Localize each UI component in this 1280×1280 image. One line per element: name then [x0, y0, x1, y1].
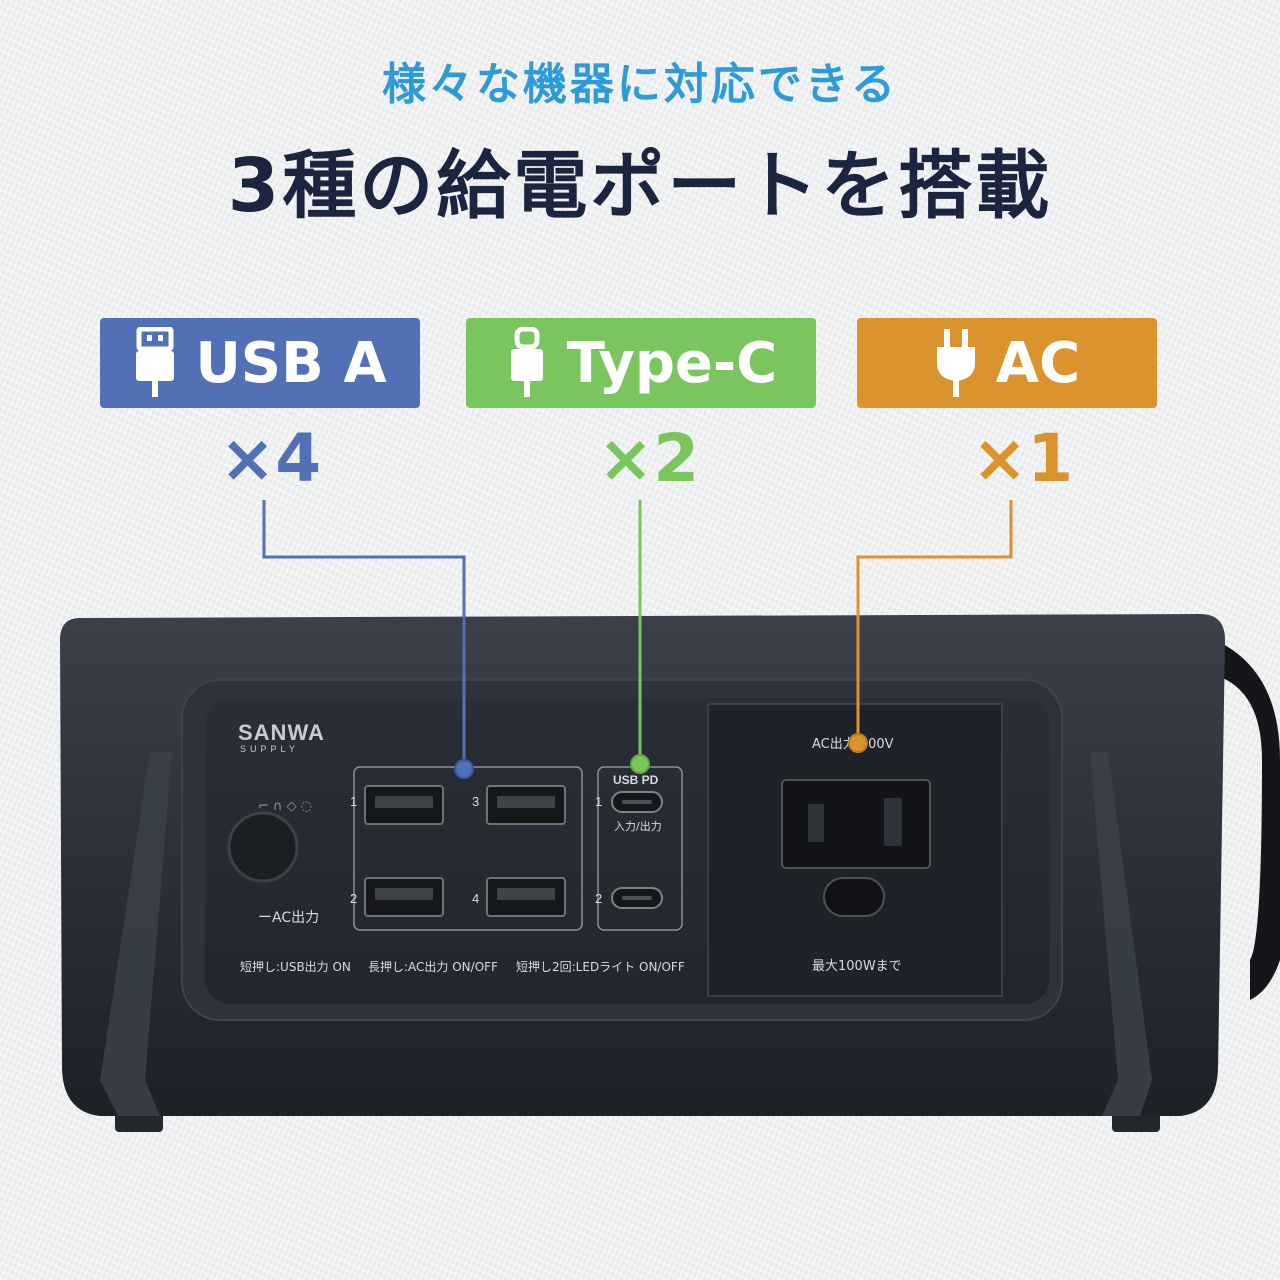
- usb-c-port-number: 2: [595, 891, 602, 906]
- type-c-callout-dot: [630, 754, 650, 774]
- usb-a-port-number: 2: [350, 891, 357, 906]
- subtitle: 様々な機器に対応できる: [381, 59, 899, 110]
- usb-c-plug-icon: [510, 327, 543, 397]
- usb-a-ports: [364, 785, 566, 917]
- ac-outlet[interactable]: [781, 779, 931, 869]
- usb-a-label: USB A: [195, 330, 387, 396]
- usb-a-port-number: 3: [472, 794, 479, 809]
- brand-logo: SANWA: [238, 720, 325, 745]
- usb-a-count: ×4: [220, 420, 322, 497]
- type-c-badge: Type-C: [466, 318, 816, 408]
- usb-a-callout-line: [262, 500, 466, 769]
- power-button-mode-icons: ⌐ ∩ ◇ ◌: [258, 799, 312, 814]
- instruction-long-press: 長押し:AC出力 ON/OFF: [368, 960, 498, 974]
- usb-pd-label: USB PD: [613, 773, 659, 787]
- usb-a-callout-dot: [454, 759, 474, 779]
- ac-callout-dot: [848, 733, 868, 753]
- type-c-label: Type-C: [566, 330, 778, 396]
- usb-a-plug-icon: [136, 327, 175, 397]
- carry-strap: [1215, 640, 1280, 1000]
- ac-count: ×1: [972, 420, 1074, 497]
- ac-callout-line: [856, 500, 1013, 743]
- instruction-double-press: 短押し2回:LEDライト ON/OFF: [516, 960, 685, 974]
- ac-max-label: 最大100Wまで: [812, 959, 902, 974]
- ac-badge: AC: [857, 318, 1157, 408]
- power-button[interactable]: [227, 811, 299, 883]
- type-c-count: ×2: [598, 420, 700, 497]
- power-button-label: ーAC出力: [258, 910, 319, 926]
- ac-plug-icon: [936, 329, 975, 397]
- usb-c-io-label: 入力/出力: [614, 819, 662, 833]
- page-title: 3種の給電ポートを搭載: [227, 143, 1053, 229]
- usb-a-port-number: 1: [350, 794, 357, 809]
- ac-ground-hole: [823, 877, 885, 917]
- usb-c-port-number: 1: [595, 794, 602, 809]
- usb-a-badge: USB A: [100, 318, 420, 408]
- usb-a-port-number: 4: [472, 891, 479, 906]
- instruction-short-press: 短押し:USB出力 ON: [240, 960, 351, 974]
- brand-logo-sub: SUPPLY: [240, 744, 299, 754]
- left-bracket: [100, 752, 172, 1116]
- right-bracket: [1090, 752, 1152, 1116]
- ac-label: AC: [995, 330, 1081, 396]
